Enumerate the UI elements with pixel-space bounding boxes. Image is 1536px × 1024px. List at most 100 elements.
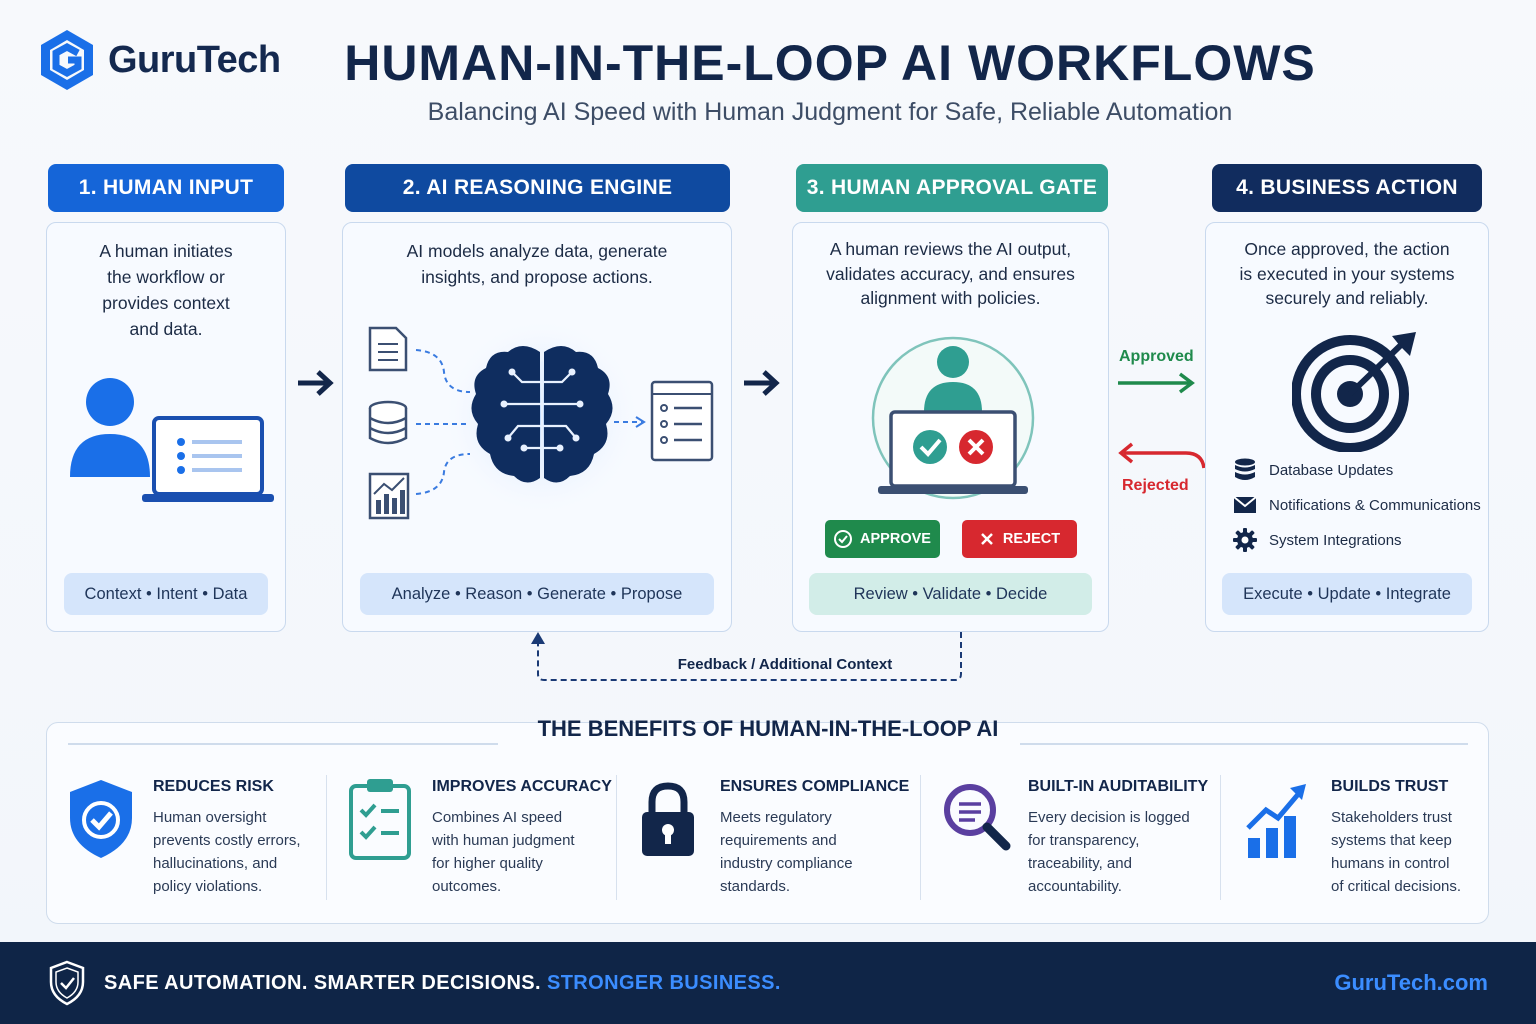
step-4-line: securely and reliably. bbox=[1265, 288, 1429, 308]
step-3-description: A human reviews the AI output, validates… bbox=[792, 237, 1109, 311]
step-1-tags: Context • Intent • Data bbox=[64, 573, 268, 615]
footer-tagline: SAFE AUTOMATION. SMARTER DECISIONS. STRO… bbox=[104, 972, 781, 995]
benefit-line: prevents costly errors, bbox=[153, 832, 301, 849]
footer-website-link[interactable]: GuruTech.com bbox=[1334, 970, 1488, 995]
brain-icon bbox=[471, 346, 613, 483]
benefit-line: accountability. bbox=[1028, 878, 1122, 895]
divider bbox=[1220, 775, 1221, 900]
lock-icon bbox=[642, 782, 694, 856]
envelope-icon bbox=[1233, 496, 1257, 513]
action-label: Notifications & Communications bbox=[1269, 496, 1481, 514]
step-3-header: 3. HUMAN APPROVAL GATE bbox=[796, 164, 1108, 212]
action-item: Notifications & Communications bbox=[1233, 495, 1481, 515]
flow-arrow-icon bbox=[298, 370, 334, 396]
page-subtitle: Balancing AI Speed with Human Judgment f… bbox=[427, 98, 1233, 126]
step-3-tags: Review • Validate • Decide bbox=[809, 573, 1092, 615]
benefit-line: standards. bbox=[720, 878, 791, 895]
approved-arrow-icon bbox=[1118, 372, 1195, 394]
footer-bar bbox=[0, 942, 1536, 1024]
reject-label: REJECT bbox=[1002, 531, 1061, 547]
action-list: Database Updates Notifications & Communi… bbox=[1233, 458, 1481, 552]
benefit-built-in-auditability: BUILT-IN AUDITABILITY Every decision is … bbox=[1028, 778, 1213, 898]
benefit-line: traceability, and bbox=[1028, 855, 1132, 872]
benefit-line: Stakeholders trust bbox=[1331, 809, 1452, 826]
divider bbox=[616, 775, 617, 900]
action-label: System Integrations bbox=[1269, 531, 1402, 549]
divider bbox=[68, 743, 498, 745]
approve-button[interactable]: APPROVE bbox=[825, 520, 940, 558]
step-2-tags: Analyze • Reason • Generate • Propose bbox=[360, 573, 714, 615]
benefit-title: BUILDS TRUST bbox=[1331, 778, 1449, 795]
step-4-tags: Execute • Update • Integrate bbox=[1222, 573, 1472, 615]
divider bbox=[326, 775, 327, 900]
step-2-header: 2. AI REASONING ENGINE bbox=[345, 164, 730, 212]
step-1-description: A human initiates the workflow or provid… bbox=[46, 238, 286, 342]
approve-label: APPROVE bbox=[860, 531, 931, 547]
step-1-line: A human initiates bbox=[99, 241, 233, 261]
benefit-title: IMPROVES ACCURACY bbox=[432, 778, 612, 795]
divider bbox=[1020, 743, 1468, 745]
benefit-line: Meets regulatory bbox=[720, 809, 832, 826]
benefit-title: ENSURES COMPLIANCE bbox=[720, 778, 910, 795]
benefit-line: hallucinations, and bbox=[153, 855, 278, 872]
magnifier-icon bbox=[944, 784, 1011, 851]
step-4-line: Once approved, the action bbox=[1244, 239, 1450, 259]
benefit-reduces-risk: REDUCES RISK Human oversight prevents co… bbox=[153, 778, 318, 898]
page-title: HUMAN-IN-THE-LOOP AI WORKFLOWS bbox=[344, 35, 1316, 91]
divider bbox=[920, 775, 921, 900]
rejected-arrow-icon bbox=[1118, 442, 1206, 469]
step-3-line: validates accuracy, and ensures bbox=[826, 263, 1075, 284]
clipboard-check-icon bbox=[349, 779, 411, 860]
reviewer-laptop-icon bbox=[871, 336, 1035, 500]
document-icon bbox=[368, 326, 408, 372]
benefit-line: for higher quality bbox=[432, 855, 543, 872]
shield-check-icon bbox=[70, 780, 132, 858]
benefit-line: of critical decisions. bbox=[1331, 878, 1462, 895]
step-2-description: AI models analyze data, generate insight… bbox=[342, 238, 732, 290]
check-circle-icon bbox=[834, 530, 853, 548]
step-4-header: 4. BUSINESS ACTION bbox=[1212, 164, 1482, 212]
step-1-line: the workflow or bbox=[107, 267, 225, 287]
step-2-line: insights, and propose actions. bbox=[421, 267, 653, 287]
benefit-line: Every decision is logged bbox=[1028, 809, 1190, 826]
feedback-label: Feedback / Additional Context bbox=[677, 656, 893, 673]
benefit-line: policy violations. bbox=[153, 878, 263, 895]
benefit-line: humans in control bbox=[1331, 855, 1450, 872]
rejected-label: Rejected bbox=[1122, 477, 1189, 494]
benefit-line: industry compliance bbox=[720, 855, 853, 872]
benefit-line: with human judgment bbox=[432, 832, 575, 849]
benefit-line: Combines AI speed bbox=[432, 809, 563, 826]
reject-button[interactable]: REJECT bbox=[962, 520, 1077, 558]
benefit-line: for transparency, bbox=[1028, 832, 1140, 849]
checklist-icon bbox=[650, 380, 714, 462]
step-2-line: AI models analyze data, generate bbox=[406, 241, 668, 261]
benefit-line: Human oversight bbox=[153, 809, 267, 826]
benefit-improves-accuracy: IMPROVES ACCURACY Combines AI speed with… bbox=[432, 778, 612, 898]
benefit-title: BUILT-IN AUDITABILITY bbox=[1028, 778, 1209, 795]
benefit-line: requirements and bbox=[720, 832, 837, 849]
benefit-line: systems that keep bbox=[1331, 832, 1452, 849]
footer-tagline-main: SAFE AUTOMATION. SMARTER DECISIONS. bbox=[104, 972, 541, 994]
benefits-title: THE BENEFITS OF HUMAN-IN-THE-LOOP AI bbox=[537, 716, 999, 741]
chart-icon bbox=[368, 472, 410, 520]
approved-label: Approved bbox=[1119, 348, 1194, 365]
action-item: Database Updates bbox=[1233, 458, 1481, 482]
footer-tagline-accent: STRONGER BUSINESS. bbox=[546, 972, 781, 994]
flow-arrow-icon bbox=[744, 370, 780, 396]
shield-check-icon bbox=[49, 960, 85, 1006]
action-item: System Integrations bbox=[1233, 528, 1481, 552]
database-icon bbox=[1235, 458, 1255, 480]
benefit-title: REDUCES RISK bbox=[153, 778, 274, 795]
close-icon bbox=[981, 533, 993, 545]
benefits-panel bbox=[46, 722, 1489, 924]
step-1-line: provides context bbox=[102, 293, 230, 313]
brand-name: GuruTech bbox=[108, 38, 281, 81]
action-label: Database Updates bbox=[1269, 461, 1394, 479]
step-3-line: A human reviews the AI output, bbox=[829, 239, 1072, 259]
gear-icon bbox=[1233, 528, 1257, 552]
benefit-line: outcomes. bbox=[432, 878, 502, 895]
step-4-line: is executed in your systems bbox=[1239, 263, 1455, 284]
step-1-line: and data. bbox=[129, 319, 203, 339]
brand-logo: GuruTech bbox=[38, 28, 281, 92]
gurutech-hexagon-icon bbox=[41, 30, 93, 90]
